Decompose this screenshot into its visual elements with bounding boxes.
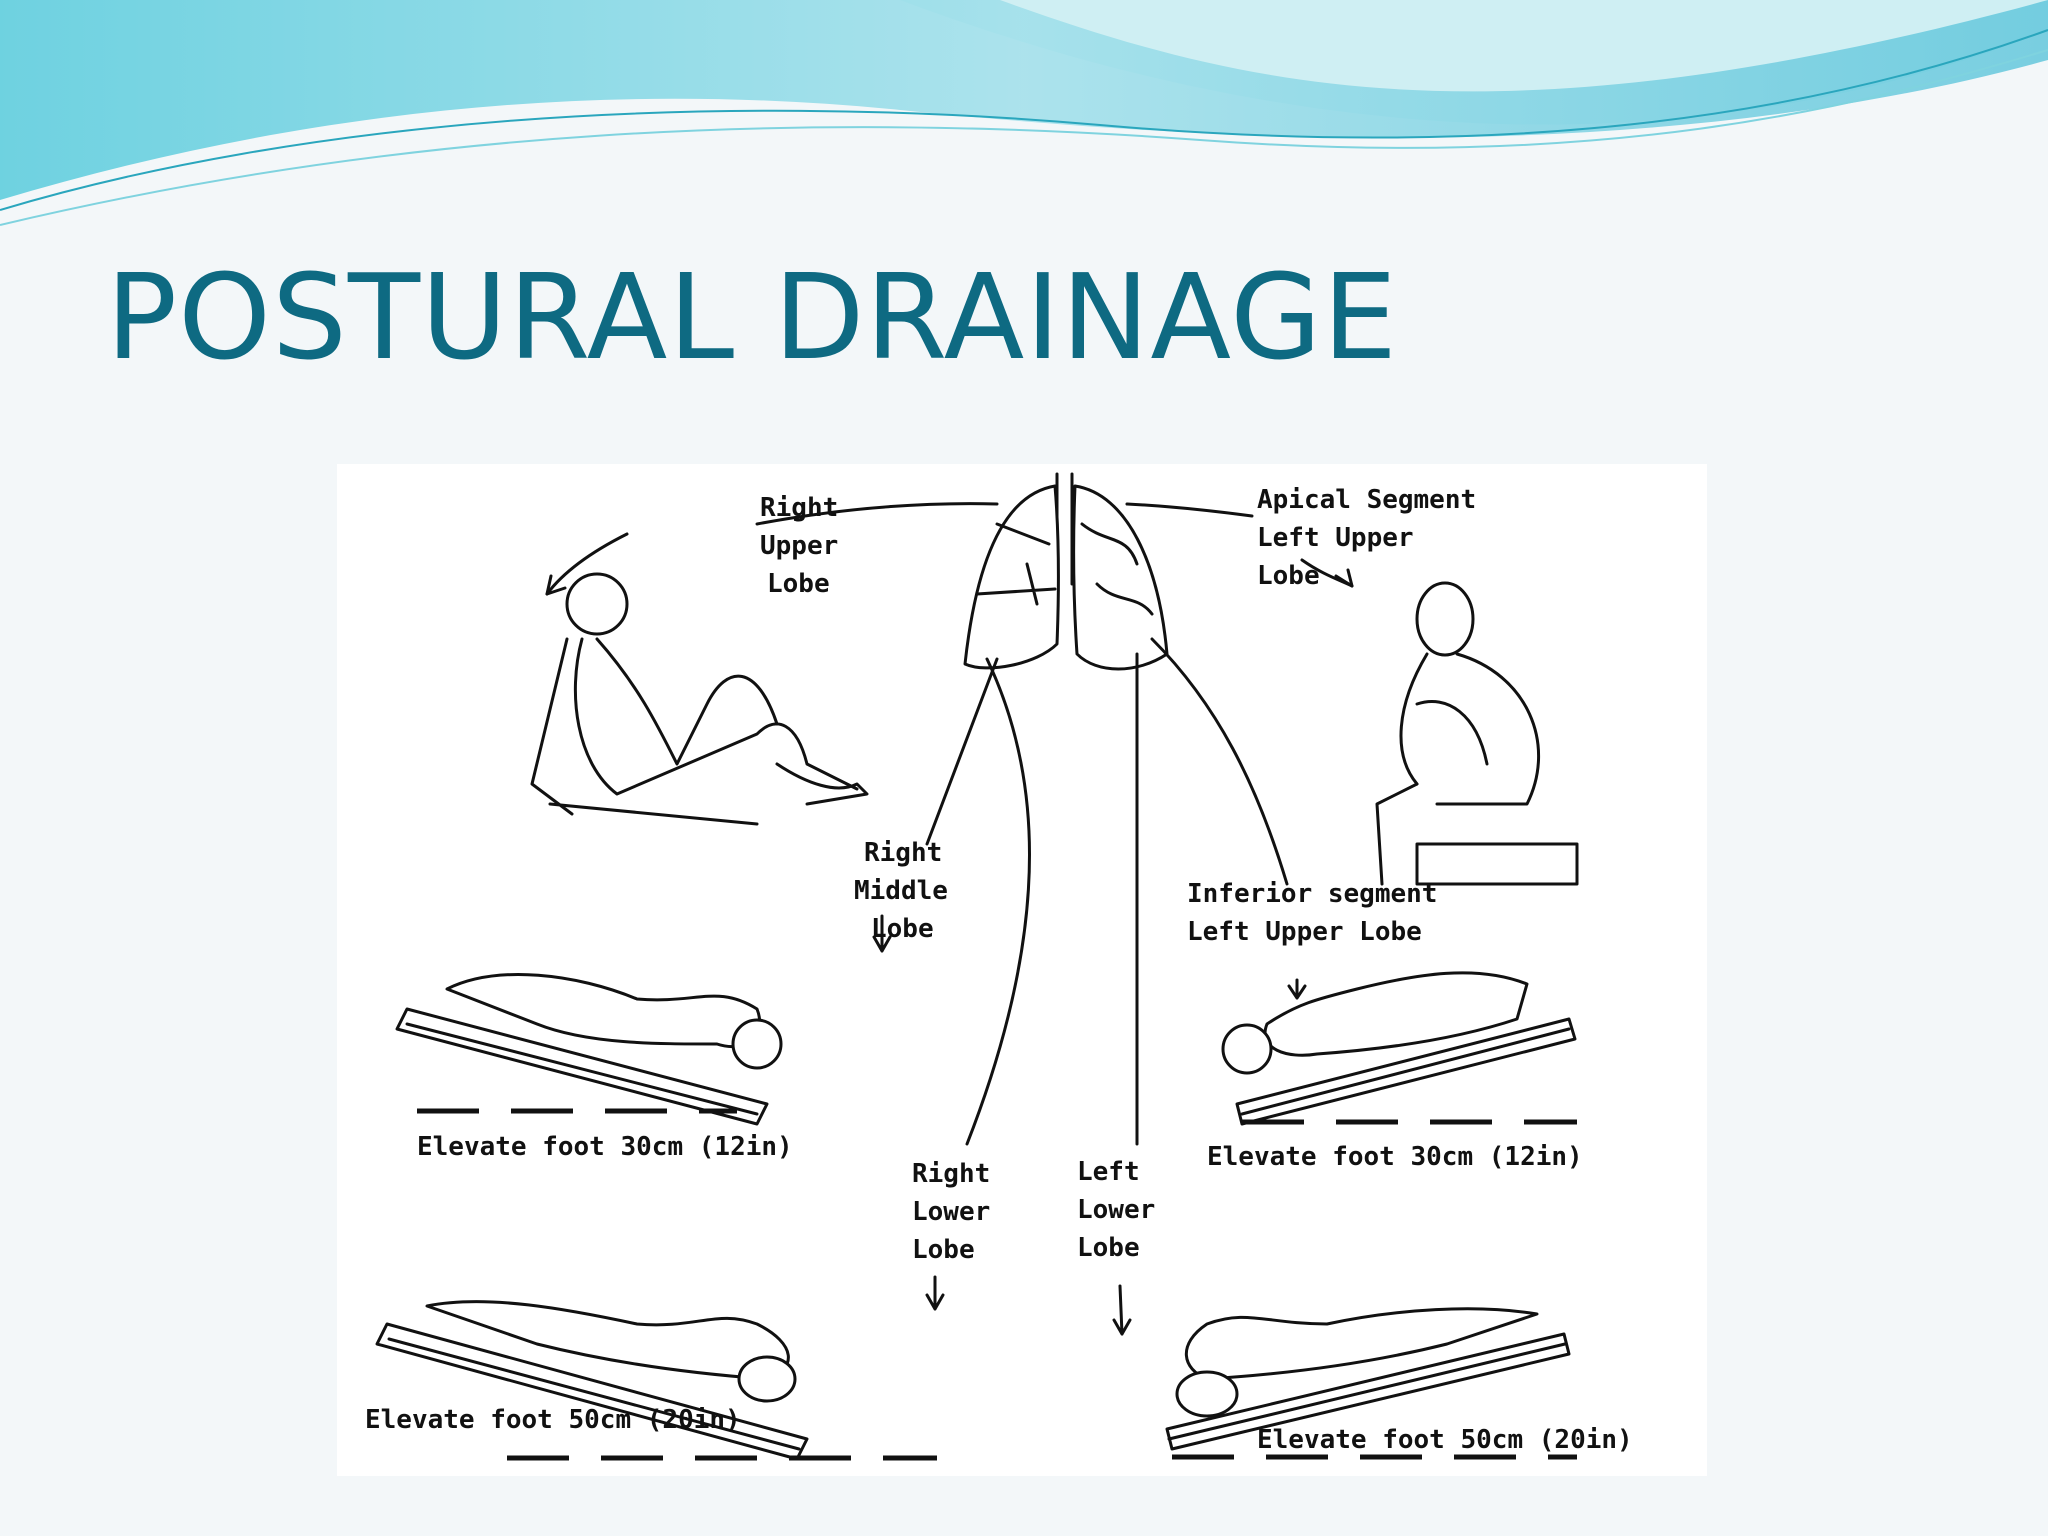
label-inferior-segment-1: Inferior segment bbox=[1187, 879, 1437, 909]
label-right-upper-lobe-1: Right bbox=[760, 493, 838, 523]
patient-steep-right-figure bbox=[1165, 1307, 1571, 1451]
label-elevate-bottom-right: Elevate foot 50cm (20in) bbox=[1257, 1425, 1633, 1455]
label-apical-segment-1: Apical Segment bbox=[1257, 485, 1476, 515]
label-left-lower-lobe-2: Lower bbox=[1077, 1195, 1155, 1225]
label-elevate-middle-left: Elevate foot 30cm (12in) bbox=[417, 1132, 793, 1162]
header-wave-decoration bbox=[0, 0, 2048, 226]
lobe-leader-lines bbox=[545, 502, 1354, 1336]
label-right-upper-lobe-3: Lobe bbox=[767, 569, 830, 599]
label-left-lower-lobe-3: Lobe bbox=[1077, 1233, 1140, 1263]
label-inferior-segment-2: Left Upper Lobe bbox=[1187, 917, 1422, 947]
patient-tilted-right-figure bbox=[1221, 971, 1577, 1126]
label-apical-segment-3: Lobe bbox=[1257, 561, 1320, 591]
slide-title: POSTURAL DRAINAGE bbox=[106, 248, 1399, 386]
label-right-lower-lobe-3: Lobe bbox=[912, 1235, 975, 1265]
patient-tilted-left-figure bbox=[395, 973, 783, 1126]
label-elevate-bottom-left: Elevate foot 50cm (20in) bbox=[365, 1405, 741, 1435]
patient-steep-left-figure bbox=[375, 1300, 809, 1461]
label-right-middle-lobe-3: Lobe bbox=[871, 914, 934, 944]
label-apical-segment-2: Left Upper bbox=[1257, 523, 1414, 553]
label-right-middle-lobe-2: Middle bbox=[854, 876, 948, 906]
label-elevate-middle-right: Elevate foot 30cm (12in) bbox=[1207, 1142, 1583, 1172]
label-right-lower-lobe-1: Right bbox=[912, 1159, 990, 1189]
label-right-lower-lobe-2: Lower bbox=[912, 1197, 990, 1227]
label-right-middle-lobe-1: Right bbox=[864, 838, 942, 868]
label-right-upper-lobe-2: Upper bbox=[760, 531, 838, 561]
postural-drainage-diagram: Right Upper Lobe Apical Segment Left Upp… bbox=[337, 464, 1707, 1476]
label-left-lower-lobe-1: Left bbox=[1077, 1157, 1140, 1187]
patient-sitting-figure bbox=[1375, 581, 1579, 886]
lungs-illustration bbox=[963, 472, 1169, 671]
patient-reclining-figure bbox=[530, 572, 869, 826]
